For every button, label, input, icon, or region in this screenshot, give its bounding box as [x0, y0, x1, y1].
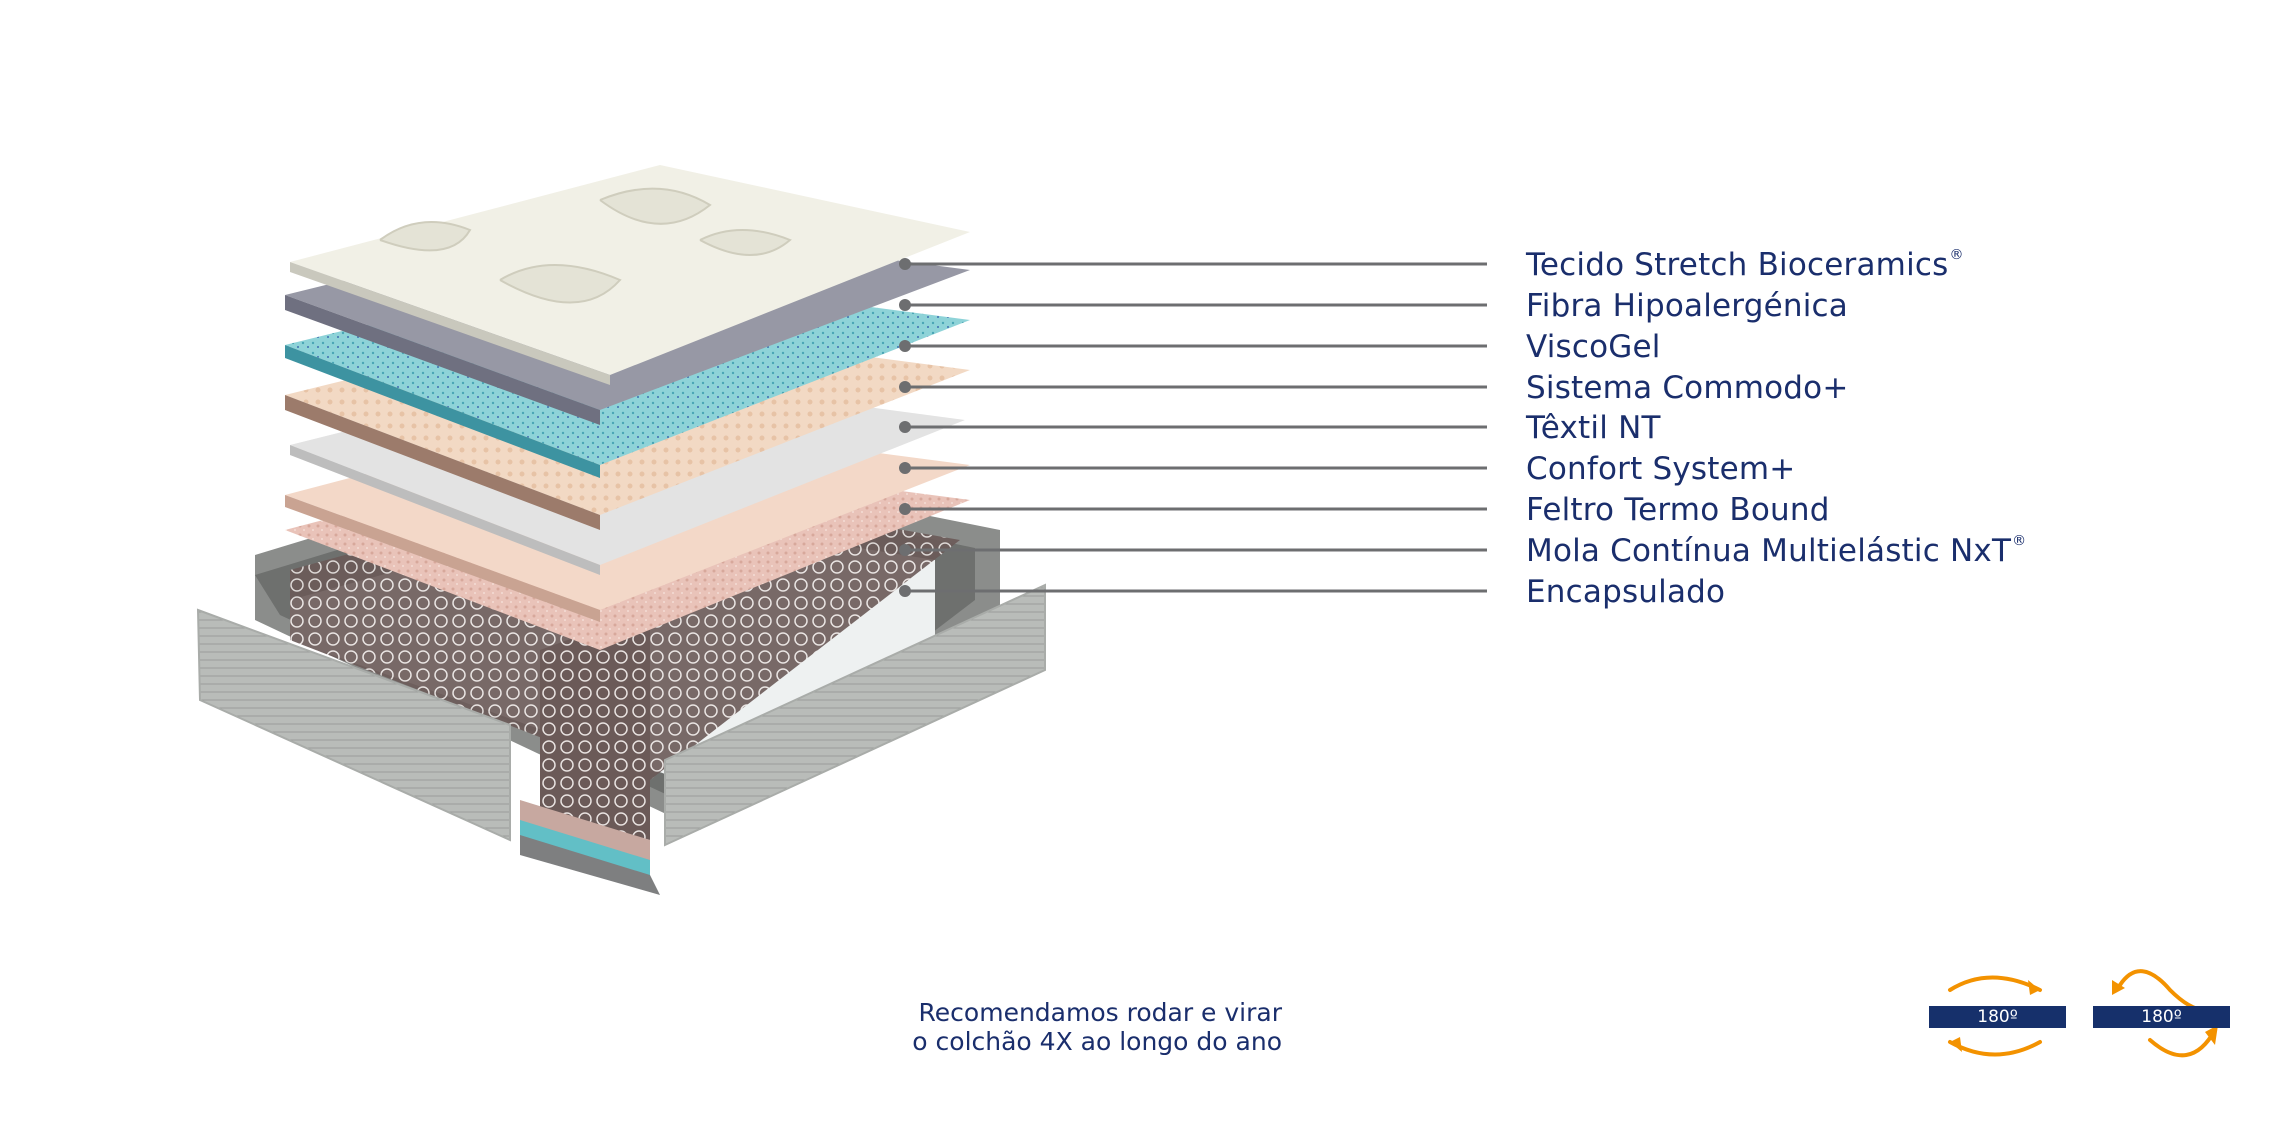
layer-name: Tecido Stretch Bioceramics: [1526, 247, 1949, 283]
layer-name: ViscoGel: [1526, 329, 1661, 365]
layer-name: Confort System+: [1526, 451, 1796, 487]
recommendation-line-2: o colchão 4X ao longo do ano: [912, 1027, 1282, 1056]
mattress-illustration: [196, 165, 1046, 895]
layer-name: Encapsulado: [1526, 574, 1726, 610]
registered-mark: ®: [2012, 533, 2027, 549]
layer-label-fibra-hipoalergenica: Fibra Hipoalergénica: [1526, 291, 1848, 322]
layer-label-encapsulado: Encapsulado: [1526, 577, 1725, 608]
layer-label-feltro-termo-bound: Feltro Termo Bound: [1526, 495, 1830, 526]
layer-label-textil-nt: Têxtil NT: [1526, 413, 1661, 444]
layer-name: Sistema Commodo+: [1526, 370, 1849, 406]
leader-lines: [899, 258, 1487, 597]
layer-label-sistema-commodo: Sistema Commodo+: [1526, 373, 1849, 404]
layer-label-viscogel: ViscoGel: [1526, 332, 1661, 363]
layer-name: Mola Contínua Multielástic NxT: [1526, 533, 2012, 569]
rotation-tag-vertical: 180º: [2093, 1006, 2230, 1028]
layer-label-tecido-stretch: Tecido Stretch Bioceramics®: [1526, 247, 1964, 283]
layer-name: Feltro Termo Bound: [1526, 492, 1830, 528]
registered-mark: ®: [1949, 247, 1964, 263]
layer-name: Têxtil NT: [1526, 410, 1661, 446]
recommendation-line-1: Recomendamos rodar e virar: [918, 998, 1282, 1027]
rotate-horizontal-icon: [1948, 975, 2042, 1057]
layer-name: Fibra Hipoalergénica: [1526, 288, 1848, 324]
layer-label-mola-continua: Mola Contínua Multielástic NxT®: [1526, 533, 2027, 569]
rotation-tag-horizontal: 180º: [1929, 1006, 2066, 1028]
layer-label-confort-system: Confort System+: [1526, 454, 1795, 485]
